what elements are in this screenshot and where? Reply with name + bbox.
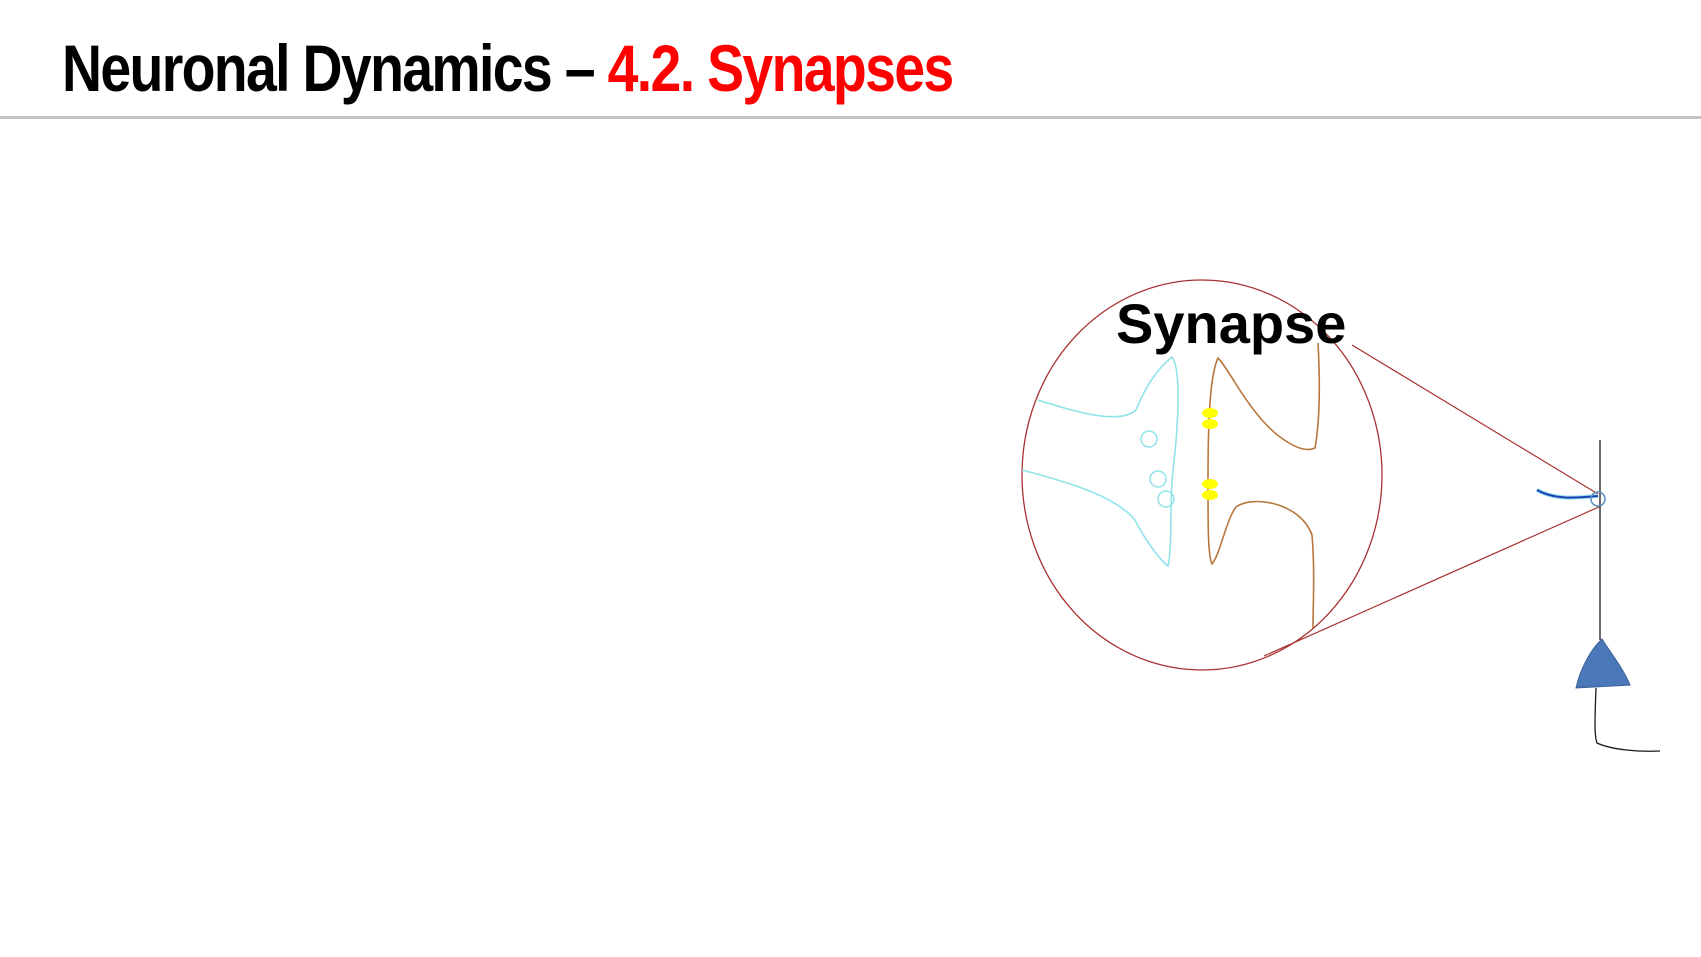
incoming-axon [1536,489,1599,499]
postsynaptic-membrane [1207,342,1321,629]
magnifier-circle [1021,279,1383,671]
synaptic-vesicle [1140,430,1158,448]
receptor-icon [1202,419,1218,429]
synaptic-vesicle [1149,470,1167,488]
output-axon [1594,687,1661,752]
magnifier-line-top [1351,344,1599,495]
synaptic-vesicle [1157,490,1175,508]
synapse-label: Synapse [1116,292,1346,355]
receptor-icon [1202,408,1218,418]
soma [1575,638,1631,689]
slide-title: Neuronal Dynamics – 4.2. Synapses [62,28,955,108]
title-section: 4.2. Synapses [607,31,955,105]
presynaptic-terminal [1021,355,1179,568]
title-divider [0,116,1701,119]
synapse-contact-icon [1590,491,1606,507]
title-course: Neuronal Dynamics – [62,31,608,105]
receptor-icon [1202,479,1218,489]
receptor-icon [1202,490,1218,500]
magnifier-line-bottom [1263,505,1602,657]
